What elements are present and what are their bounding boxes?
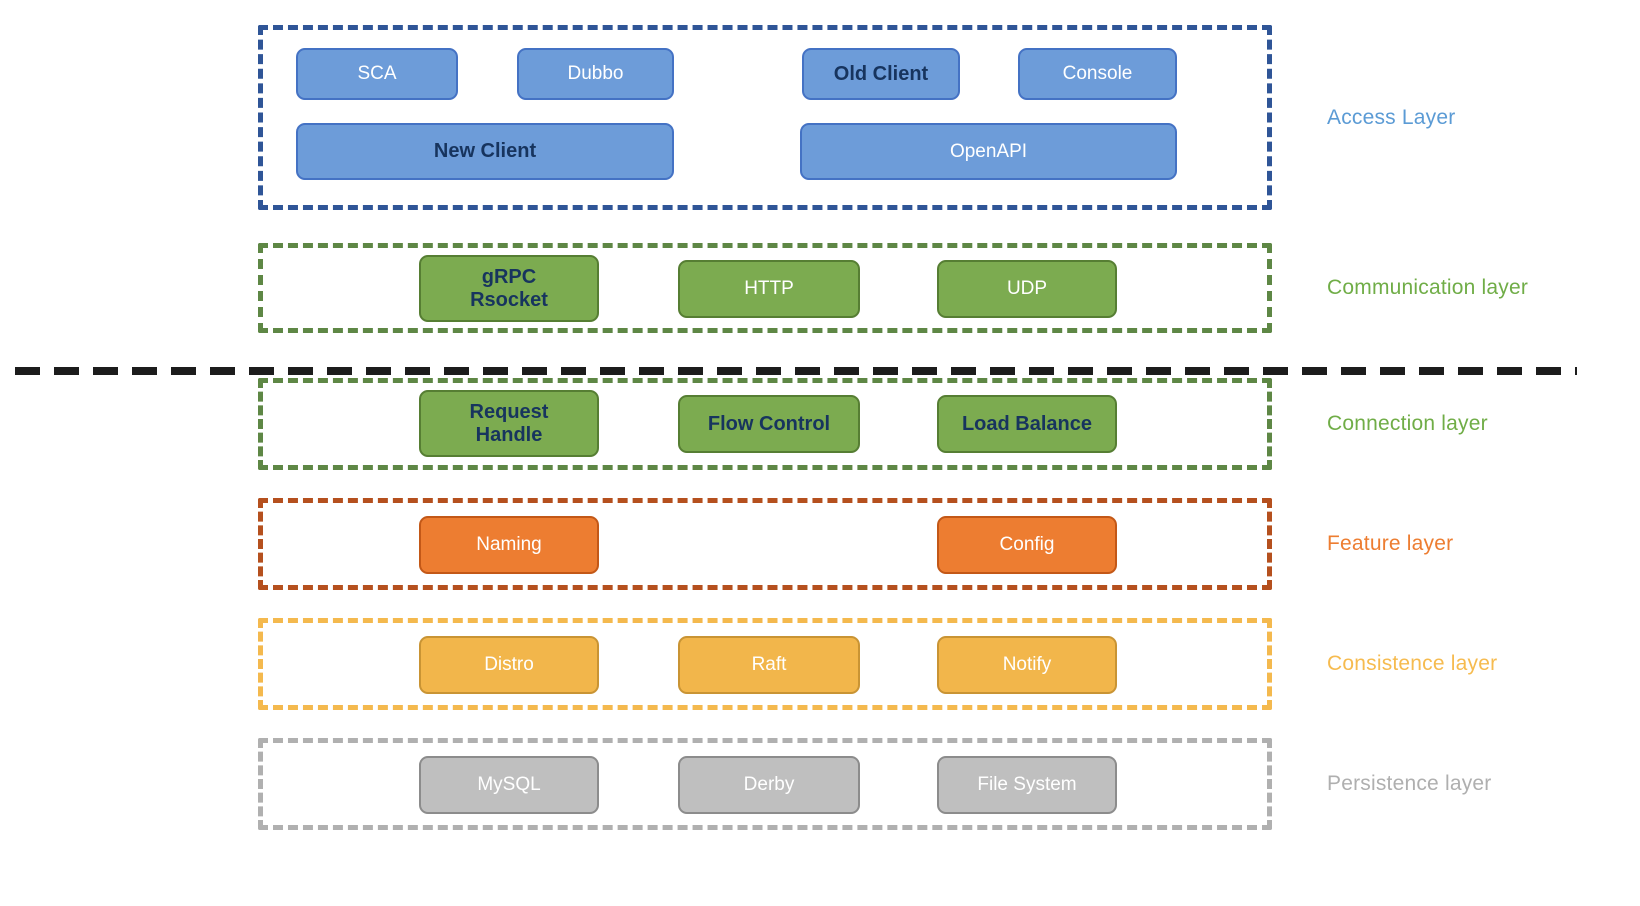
box-distro: Distro [419,636,599,694]
box-openapi: OpenAPI [800,123,1177,180]
layer-feature-frame [258,498,1272,590]
box-console: Console [1018,48,1177,100]
box-derby: Derby [678,756,860,814]
label-feature-layer: Feature layer [1327,532,1454,555]
box-raft: Raft [678,636,860,694]
box-old-client: Old Client [802,48,960,100]
box-load-balance: Load Balance [937,395,1117,453]
label-connection-layer: Connection layer [1327,412,1488,435]
box-mysql: MySQL [419,756,599,814]
box-request-handle: Request Handle [419,390,599,457]
box-grpc-line1: gRPC [481,265,537,288]
box-grpc-rsocket: gRPC Rsocket [419,255,599,322]
box-config: Config [937,516,1117,574]
layer-persistence-frame [258,738,1272,830]
box-sca: SCA [296,48,458,100]
label-access-layer: Access Layer [1327,105,1456,129]
label-communication-layer: Communication layer [1327,276,1529,299]
layer-consistence-frame [258,618,1272,710]
layer-communication-frame [258,243,1272,333]
box-new-client: New Client [296,123,674,180]
box-flow-control: Flow Control [678,395,860,453]
box-request-line1: Request [469,400,549,423]
box-request-line2: Handle [475,423,543,446]
layer-access-frame [258,25,1272,210]
box-grpc-line2: Rsocket [470,288,548,311]
label-persistence-layer: Persistence layer [1327,772,1492,795]
box-udp: UDP [937,260,1117,318]
scope-divider-line [15,367,1577,375]
layer-connection-frame [258,378,1272,470]
box-file-system: File System [937,756,1117,814]
box-naming: Naming [419,516,599,574]
box-http: HTTP [678,260,860,318]
box-dubbo: Dubbo [517,48,674,100]
box-notify: Notify [937,636,1117,694]
label-consistence-layer: Consistence layer [1327,652,1498,675]
